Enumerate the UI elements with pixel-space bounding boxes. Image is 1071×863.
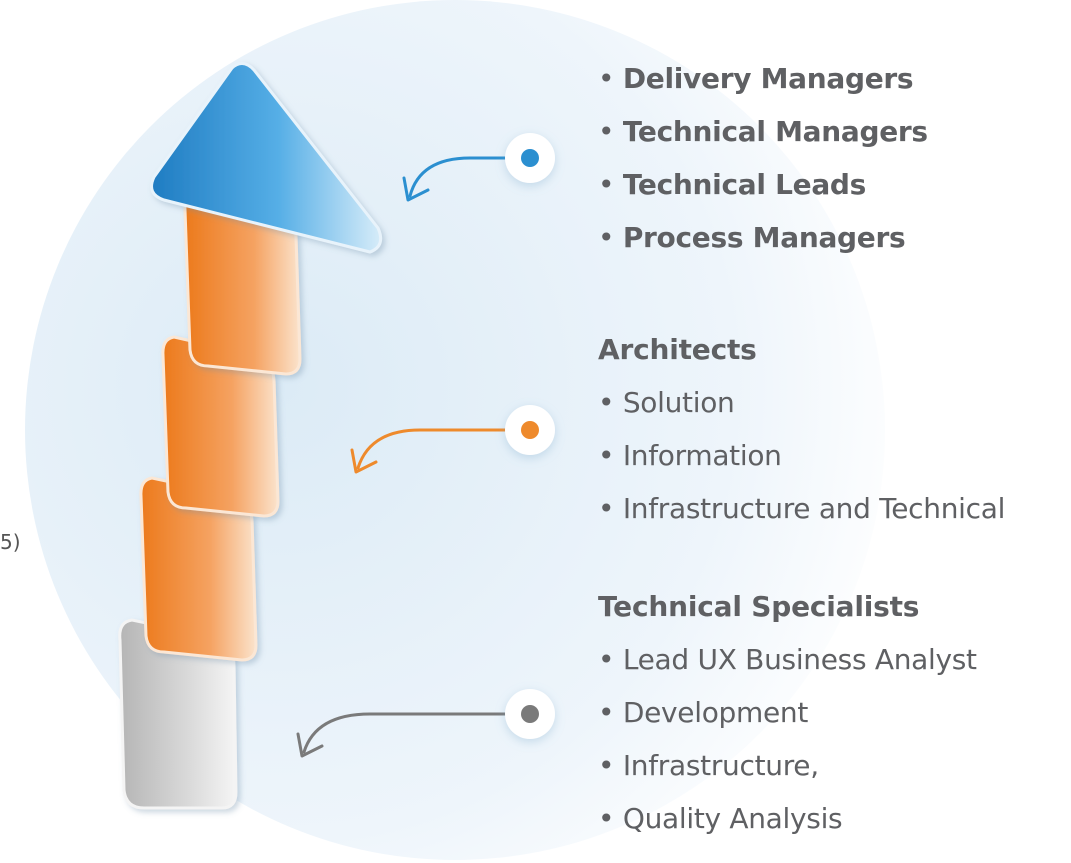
- list-item: Technical Leads: [598, 158, 928, 211]
- group-heading: Technical Specialists: [598, 590, 920, 623]
- list-item: Infrastructure and Technical: [598, 482, 1006, 535]
- connector-2: [350, 405, 555, 474]
- list-item: Information: [598, 429, 1005, 482]
- list-item: Lead UX Business Analyst: [598, 633, 977, 686]
- group-architects: Architects Solution Information Infrastr…: [598, 323, 1005, 535]
- arrow-head: [150, 62, 383, 254]
- list-item: Delivery Managers: [598, 52, 928, 105]
- list-item: Development: [598, 686, 977, 739]
- connector-3: [296, 689, 555, 758]
- ladder: [118, 62, 383, 810]
- list-item: Solution: [598, 376, 1005, 429]
- group-technical-specialists: Technical Specialists Lead UX Business A…: [598, 580, 977, 845]
- group-heading: Architects: [598, 333, 757, 366]
- list-item: Process Managers: [598, 211, 928, 264]
- edge-text-fragment: 5): [0, 530, 21, 554]
- list-item: Quality Analysis: [598, 792, 977, 845]
- group-managers: Delivery Managers Technical Managers Tec…: [598, 52, 928, 264]
- list-item: Technical Managers: [598, 105, 928, 158]
- connector-1: [402, 133, 555, 202]
- list-item: Infrastructure,: [598, 739, 977, 792]
